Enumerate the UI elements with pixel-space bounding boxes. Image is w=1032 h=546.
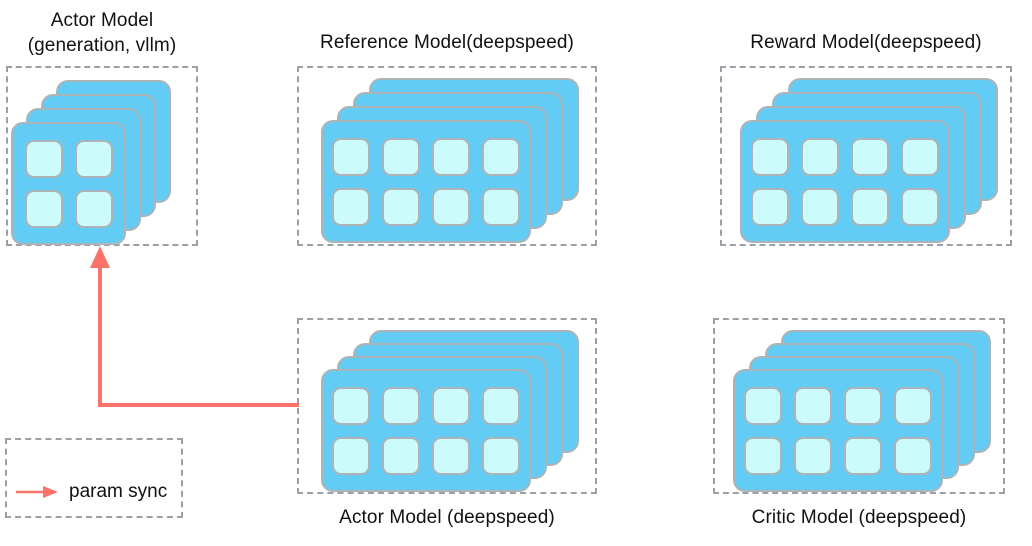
param-sync-arrow-head	[90, 246, 110, 268]
card-cell	[332, 436, 370, 475]
card-cell	[24, 189, 63, 228]
card-cell	[382, 386, 420, 425]
card-cell	[332, 187, 370, 226]
card-cell	[751, 187, 789, 226]
card-cell	[482, 187, 520, 226]
card-cell	[74, 189, 113, 228]
card-cell	[801, 187, 839, 226]
card-layer-1	[740, 120, 950, 243]
card-cell	[332, 386, 370, 425]
card-cell	[794, 386, 832, 425]
card-cell	[894, 386, 932, 425]
card-cell	[744, 386, 782, 425]
card-cell	[24, 139, 63, 178]
card-layer-1	[11, 122, 126, 245]
param-sync-legend-icon	[16, 486, 58, 498]
card-layer-1	[321, 369, 531, 492]
card-cell	[74, 139, 113, 178]
caption-reference-model: Reference Model(deepspeed)	[320, 32, 574, 53]
card-cell	[432, 436, 470, 475]
caption-critic-model: Critic Model (deepspeed)	[751, 507, 967, 528]
legend-box	[5, 438, 183, 518]
card-cell	[382, 187, 420, 226]
card-cell	[432, 386, 470, 425]
card-cell	[482, 386, 520, 425]
card-cell	[744, 436, 782, 475]
card-cell	[432, 187, 470, 226]
card-cell	[844, 386, 882, 425]
legend-label-param-sync: param sync	[69, 481, 168, 502]
param-sync-arrow-line	[98, 262, 299, 407]
card-cell	[794, 436, 832, 475]
legend-item-param-sync: param sync	[14, 481, 167, 503]
group-critic-model[interactable]	[713, 318, 1005, 494]
card-cell	[801, 137, 839, 176]
card-cell	[332, 137, 370, 176]
card-layer-1	[321, 120, 531, 243]
group-reward-model[interactable]	[720, 66, 1012, 246]
card-layer-1	[733, 369, 943, 492]
card-cell	[901, 137, 939, 176]
card-cell	[382, 137, 420, 176]
card-cell	[851, 137, 889, 176]
card-cell	[851, 187, 889, 226]
caption-actor-deepspeed: Actor Model (deepspeed)	[339, 507, 555, 528]
group-actor-vllm[interactable]	[6, 66, 198, 246]
caption-actor-vllm: Actor Model (generation, vllm)	[27, 10, 177, 56]
card-cell	[751, 137, 789, 176]
card-cell	[894, 436, 932, 475]
card-cell	[844, 436, 882, 475]
card-cell	[382, 436, 420, 475]
group-actor-deepspeed[interactable]	[297, 318, 597, 494]
card-cell	[432, 137, 470, 176]
caption-reward-model: Reward Model(deepspeed)	[750, 32, 982, 53]
group-reference-model[interactable]	[297, 66, 597, 246]
card-cell	[901, 187, 939, 226]
card-cell	[482, 137, 520, 176]
card-cell	[482, 436, 520, 475]
